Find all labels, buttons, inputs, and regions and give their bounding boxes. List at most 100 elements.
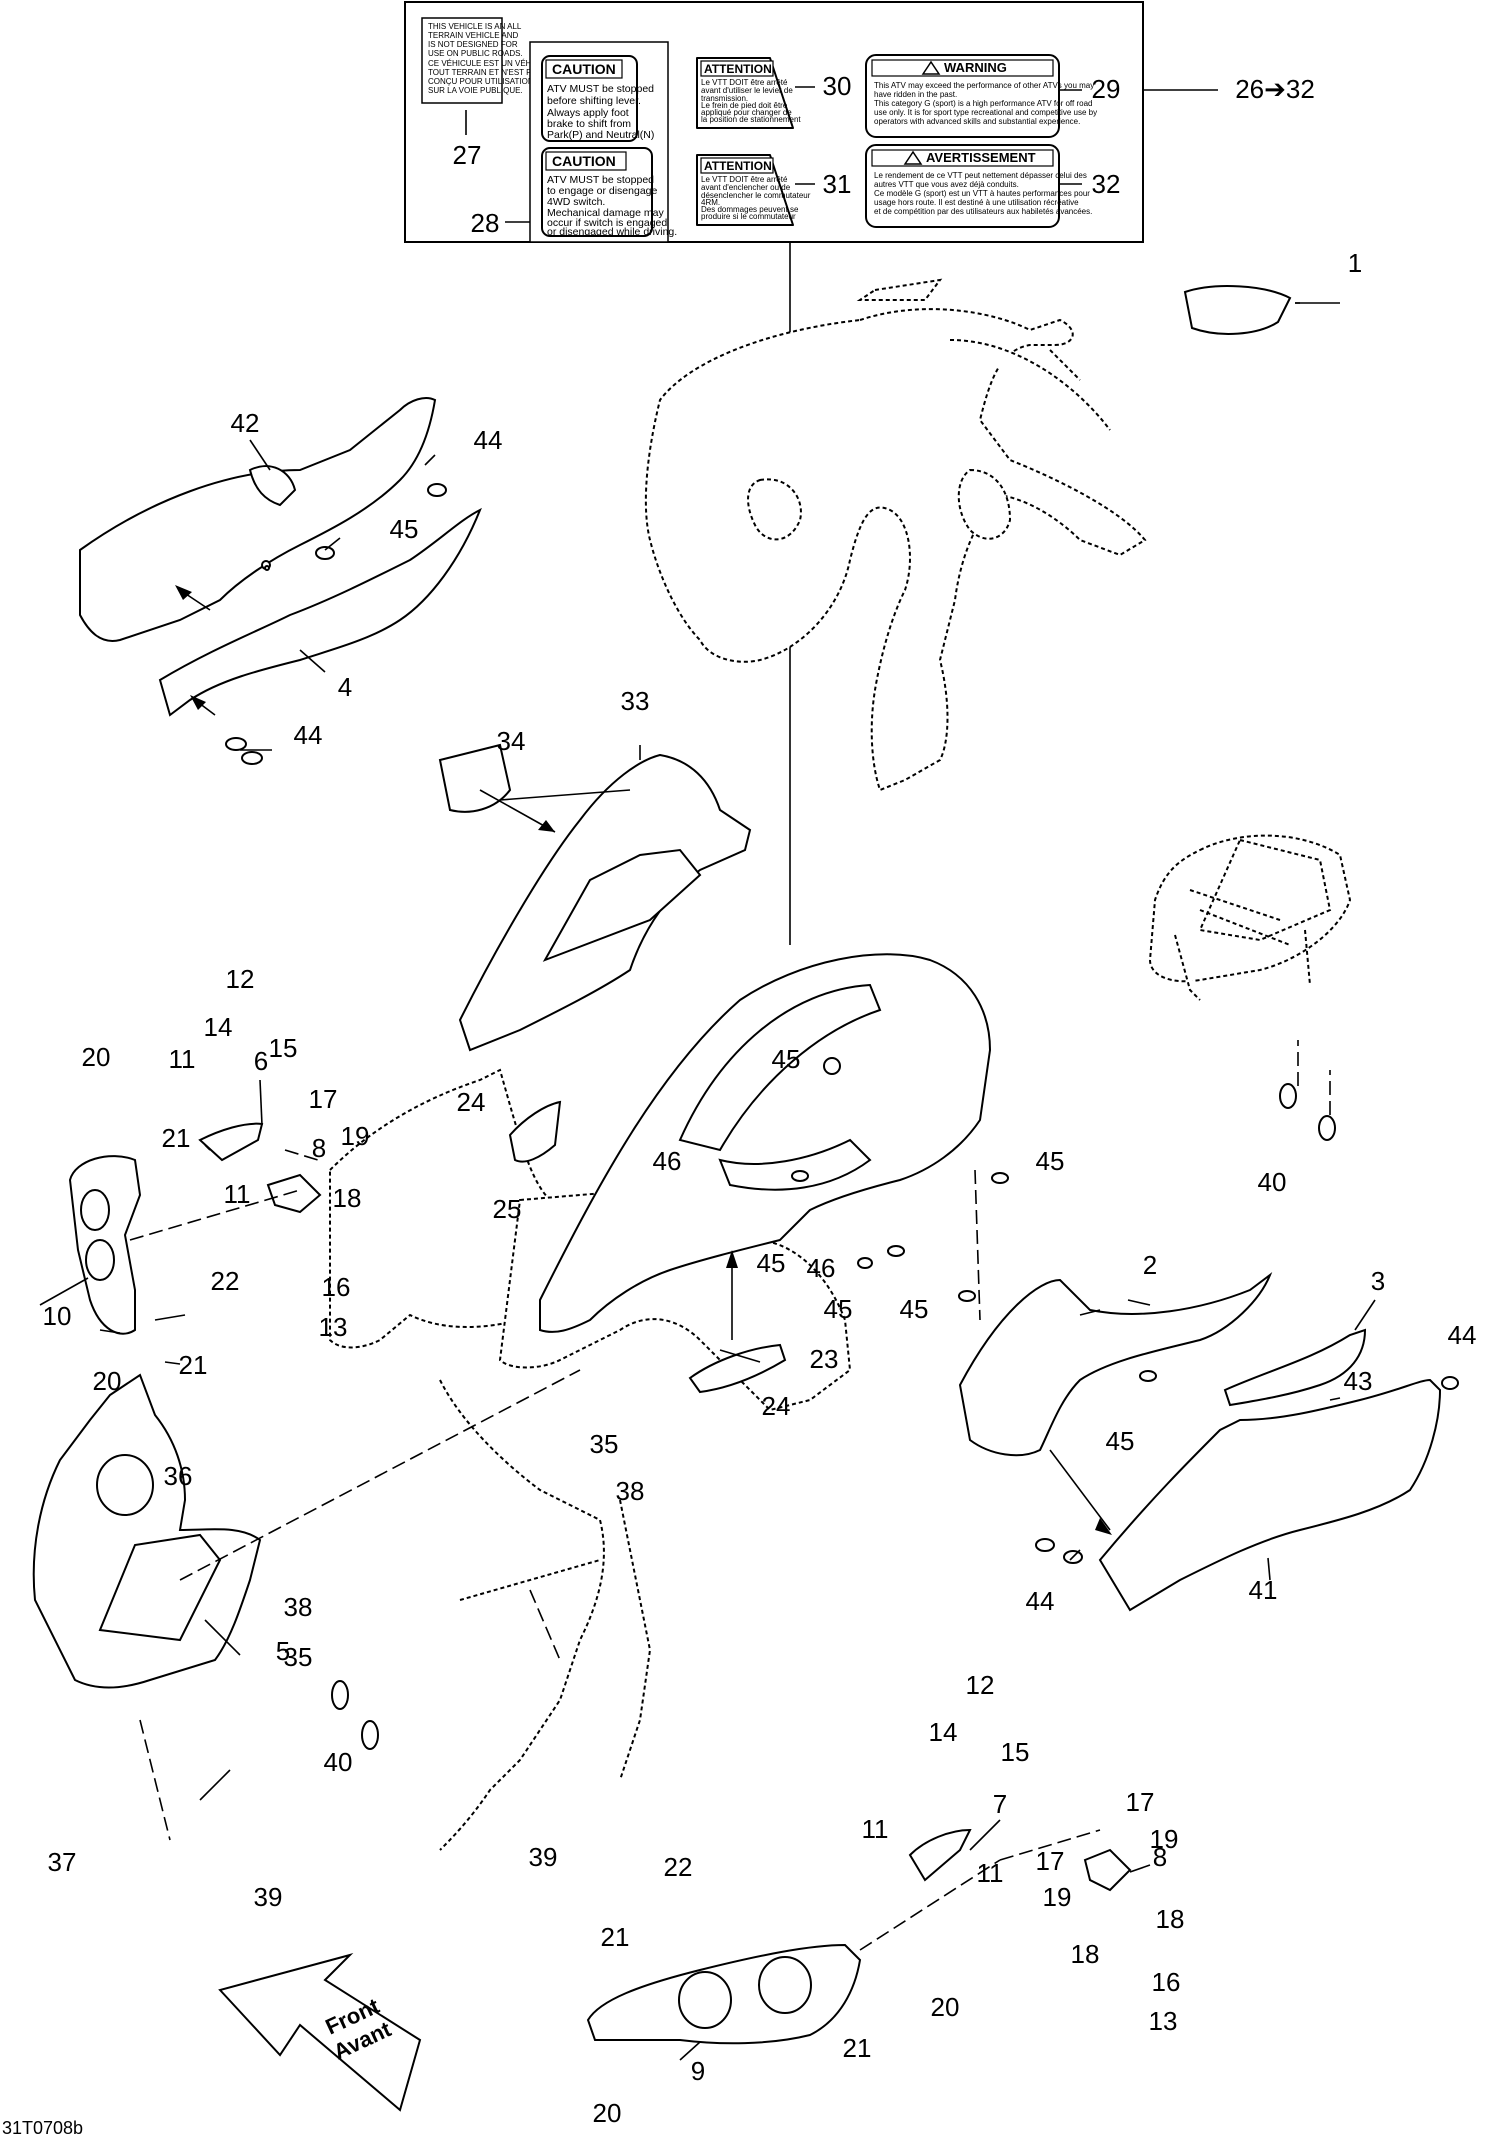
callout-4: 4 (338, 672, 352, 702)
decal-31-line-1: Le VTT DOIT être arrêté (701, 175, 788, 184)
callout-42: 42 (231, 408, 260, 438)
callout-1: 1 (1348, 248, 1362, 278)
callout-11a: 11 (169, 1044, 196, 1074)
decal-27: THIS VEHICLE IS AN ALL TERRAIN VEHICLE A… (421, 17, 555, 135)
part-24-25-bracket (508, 1100, 562, 1163)
dashed-assembly-lines (129, 1040, 1331, 1951)
decal-29-line-3: This category G (sport) is a high perfor… (874, 99, 1092, 108)
callout-17b: 17 (1126, 1787, 1155, 1817)
decal-28b-line-4: Mechanical damage may (547, 207, 664, 219)
part-2-body-panel (958, 1272, 1273, 1457)
decal-30-line-6: la position de stationnement (701, 115, 801, 124)
callout-40a: 40 (1258, 1167, 1287, 1197)
callout-15a: 15 (269, 1033, 298, 1063)
callout-39a: 39 (529, 1842, 558, 1872)
part-9-headlight-housing (586, 1943, 862, 2045)
callout-21d: 21 (843, 2033, 872, 2063)
decal-28b-line-6: or disengaged while driving. (547, 226, 677, 238)
callout-3: 3 (1371, 1266, 1385, 1296)
callout-21c: 21 (601, 1922, 630, 1952)
rear-rack-frame (1148, 834, 1352, 1001)
callout-21b: 21 (179, 1350, 208, 1380)
callout-38a: 38 (616, 1476, 645, 1506)
callout-35b: 35 (284, 1642, 313, 1672)
callout-29: 29 (1092, 74, 1121, 104)
grommets-and-fasteners (225, 483, 1459, 1750)
decal-29-header: WARNING (944, 60, 1007, 75)
callout-22a: 22 (211, 1266, 240, 1296)
callout-18c: 18 (1071, 1939, 1100, 1969)
part-34-wind-deflector (438, 743, 512, 813)
callout-37: 37 (48, 1847, 77, 1877)
decal-30-line-4: Le frein de pied doit être (701, 101, 788, 110)
decal-28b-line-3: 4WD switch. (547, 196, 605, 208)
decal-28a-line-1: ATV MUST be stopped (547, 83, 654, 95)
callout-31: 31 (823, 169, 852, 199)
callout-6: 6 (254, 1046, 268, 1076)
decal-28a-header: CAUTION (552, 61, 616, 77)
callout-18b: 18 (1156, 1904, 1185, 1934)
decal-27-line-4: USE ON PUBLIC ROADS. (428, 49, 523, 58)
part-main-fender (539, 953, 992, 1333)
decal-28b-line-2: to engage or disengage (547, 185, 658, 197)
decal-31-header: ATTENTION (704, 159, 772, 173)
decal-30: ATTENTION Le VTT DOIT être arrêté avant … (696, 57, 815, 129)
callout-44d: 44 (1026, 1586, 1055, 1616)
callout-2: 2 (1143, 1250, 1157, 1280)
callout-30: 30 (823, 71, 852, 101)
callout-7: 7 (993, 1789, 1007, 1819)
callout-19c: 19 (1043, 1882, 1072, 1912)
part-3-grip (1223, 1328, 1367, 1407)
decal-31-line-4: 4RM. (701, 198, 720, 207)
decal-30-line-5: appliqué pour changer de (701, 108, 792, 117)
decal-27-line-7: CONÇU POUR UTILISATION (428, 77, 534, 86)
decal-32-line-4: usage hors route. Il est destiné à une u… (874, 198, 1079, 207)
leader-lines (39, 302, 1376, 2061)
callout-44c: 44 (1448, 1320, 1477, 1350)
decal-28b-header: CAUTION (552, 153, 616, 169)
callout-39b: 39 (254, 1882, 283, 1912)
callout-36: 36 (164, 1461, 193, 1491)
part-33-hood (458, 753, 752, 1052)
callout-20b: 20 (93, 1366, 122, 1396)
callout-20d: 20 (593, 2098, 622, 2128)
callout-24b: 24 (762, 1391, 791, 1421)
callout-20a: 20 (82, 1042, 111, 1072)
decal-29-line-4: use only. It is for sport type recreatio… (874, 108, 1097, 117)
decal-31-line-3: désenclencher le commutateur (701, 191, 811, 200)
callout-38b: 38 (284, 1592, 313, 1622)
callout-12a: 12 (226, 964, 255, 994)
callout-46b: 46 (807, 1253, 836, 1283)
callout-34: 34 (497, 726, 526, 756)
callout-45g: 45 (1106, 1426, 1135, 1456)
callout-44b: 44 (294, 720, 323, 750)
part-42-side-panel (79, 397, 437, 642)
callout-11c: 11 (862, 1814, 889, 1844)
callout-24a: 24 (457, 1087, 486, 1117)
decal-28a-line-5: Park(P) and Neutral(N) (547, 129, 654, 141)
decal-30-header: ATTENTION (704, 62, 772, 76)
decal-31: ATTENTION Le VTT DOIT être arrêté avant … (696, 154, 815, 226)
rear-fender-assembly (644, 278, 1147, 792)
callout-17a: 17 (309, 1084, 338, 1114)
callout-16a: 16 (322, 1272, 351, 1302)
decal-29-line-5: operators with advanced skills and subst… (874, 117, 1080, 126)
callout-25: 25 (493, 1194, 522, 1224)
callout-13b: 13 (1149, 2006, 1178, 2036)
decal-28: CAUTION ATV MUST be stopped before shift… (505, 41, 677, 243)
direction-arrows (175, 585, 1112, 1535)
callout-45e: 45 (824, 1294, 853, 1324)
decal-27-line-2: TERRAIN VEHICLE AND (428, 31, 518, 40)
decal-31-line-5: Des dommages peuvent se (701, 205, 799, 214)
callout-20c: 20 (931, 1992, 960, 2022)
callout-23: 23 (810, 1344, 839, 1374)
callout-40b: 40 (324, 1747, 353, 1777)
decal-32-line-2: autres VTT que vous avez déjà conduits. (874, 180, 1019, 189)
decal-31-line-2: avant d'enclencher ou de (701, 183, 791, 192)
callout-43: 43 (1344, 1366, 1373, 1396)
front-direction-arrow: Front Avant (218, 1953, 422, 2112)
callout-44a: 44 (474, 425, 503, 455)
decal-27-line-5: CE VÉHICULE EST UN VÉHICULE (428, 59, 555, 68)
callout-21a: 21 (162, 1123, 191, 1153)
callout-45d: 45 (757, 1248, 786, 1278)
